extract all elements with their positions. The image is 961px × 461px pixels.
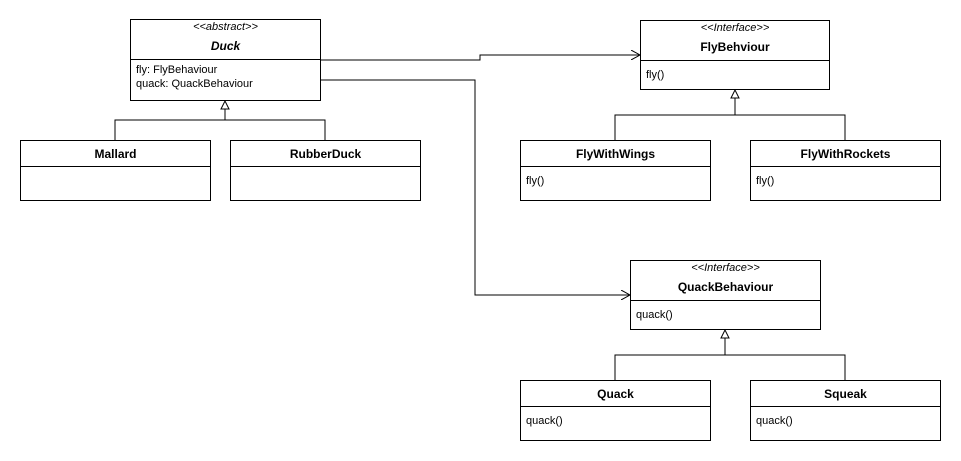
class-quack-header: Quack bbox=[521, 381, 710, 407]
flywithwings-method-fly: fly() bbox=[526, 175, 545, 187]
class-flywithwings[interactable]: FlyWithWings fly() bbox=[520, 140, 711, 201]
association-fly bbox=[320, 55, 640, 61]
class-flywithwings-header: FlyWithWings bbox=[521, 141, 710, 167]
class-duck-attributes: fly: FlyBehaviour quack: QuackBehaviour bbox=[131, 60, 320, 94]
duck-attribute-quack: quack: QuackBehaviour bbox=[136, 78, 253, 90]
flybehaviour-method-fly: fly() bbox=[646, 69, 665, 81]
class-flybehaviour-methods: fly() bbox=[641, 61, 829, 85]
squeak-name: Squeak bbox=[824, 387, 867, 401]
class-quack[interactable]: Quack quack() bbox=[520, 380, 711, 441]
class-squeak[interactable]: Squeak quack() bbox=[750, 380, 941, 441]
class-flybehaviour[interactable]: <<Interface>> FlyBehviour fly() bbox=[640, 20, 830, 90]
association-quack bbox=[320, 79, 630, 295]
class-mallard-header: Mallard bbox=[21, 141, 210, 167]
class-rubberduck-body bbox=[231, 167, 420, 173]
class-flybehaviour-header: <<Interface>> FlyBehviour bbox=[641, 21, 829, 61]
flywithrockets-method-fly: fly() bbox=[756, 175, 775, 187]
class-rubberduck[interactable]: RubberDuck bbox=[230, 140, 421, 201]
rubberduck-name: RubberDuck bbox=[289, 147, 362, 161]
generalization-fly bbox=[614, 88, 846, 140]
class-squeak-methods: quack() bbox=[751, 407, 940, 431]
quackbehaviour-stereotype: <<Interface>> bbox=[691, 262, 760, 274]
class-duck-header: <<abstract>> Duck bbox=[131, 20, 320, 60]
class-rubberduck-header: RubberDuck bbox=[231, 141, 420, 167]
class-quackbehaviour-header: <<Interface>> QuackBehaviour bbox=[631, 261, 820, 301]
class-duck[interactable]: <<abstract>> Duck fly: FlyBehaviour quac… bbox=[130, 19, 321, 101]
duck-name: Duck bbox=[210, 39, 241, 53]
generalization-duck bbox=[114, 99, 326, 140]
flybehaviour-stereotype: <<Interface>> bbox=[700, 22, 770, 34]
class-flywithrockets[interactable]: FlyWithRockets fly() bbox=[750, 140, 941, 201]
duck-stereotype: <<abstract>> bbox=[193, 21, 258, 33]
flywithrockets-name: FlyWithRockets bbox=[800, 147, 891, 161]
quack-method-quack: quack() bbox=[526, 415, 563, 427]
generalization-quack bbox=[614, 328, 846, 380]
duck-attribute-fly: fly: FlyBehaviour bbox=[136, 64, 218, 76]
class-flywithrockets-methods: fly() bbox=[751, 167, 940, 191]
class-flywithrockets-header: FlyWithRockets bbox=[751, 141, 940, 167]
class-quack-methods: quack() bbox=[521, 407, 710, 431]
class-mallard[interactable]: Mallard bbox=[20, 140, 211, 201]
flybehaviour-name: FlyBehviour bbox=[700, 40, 770, 54]
class-quackbehaviour-methods: quack() bbox=[631, 301, 820, 325]
flywithwings-name: FlyWithWings bbox=[575, 147, 656, 161]
mallard-name: Mallard bbox=[94, 147, 137, 161]
class-quackbehaviour[interactable]: <<Interface>> QuackBehaviour quack() bbox=[630, 260, 821, 330]
quackbehaviour-method-quack: quack() bbox=[636, 309, 673, 321]
quackbehaviour-name: QuackBehaviour bbox=[677, 280, 774, 294]
class-squeak-header: Squeak bbox=[751, 381, 940, 407]
quack-name: Quack bbox=[597, 387, 634, 401]
class-flywithwings-methods: fly() bbox=[521, 167, 710, 191]
squeak-method-quack: quack() bbox=[756, 415, 793, 427]
class-mallard-body bbox=[21, 167, 210, 173]
